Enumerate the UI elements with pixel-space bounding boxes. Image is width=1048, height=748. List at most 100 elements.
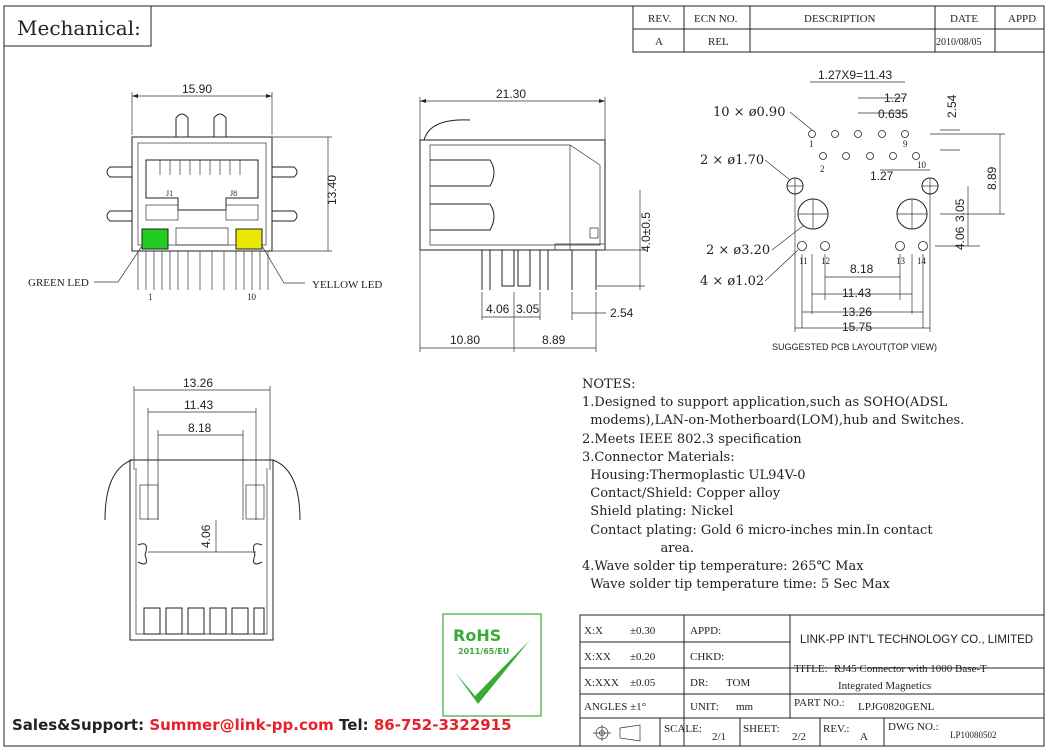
sheet-value: 2/2 [792, 731, 806, 743]
pcb-dim-1575: 15.75 [842, 320, 872, 334]
bottom-dim-406: 4.06 [199, 524, 213, 548]
chkd-label: CHKD: [690, 651, 724, 663]
rev-label: REV.: [823, 723, 849, 735]
pcb-pin-9: 9 [903, 139, 908, 149]
pcb-dim-889: 8.89 [985, 166, 999, 190]
side-height-dim: 4.0±0.5 [639, 212, 653, 252]
dr-value: TOM [726, 677, 750, 689]
note-line: Shield plating: Nickel [582, 504, 734, 520]
side-length-dim: 21.30 [496, 87, 526, 101]
notes-title: NOTES: [582, 377, 636, 392]
dr-label: DR: [690, 677, 708, 689]
title-block: X:X ±0.30 X:XX ±0.20 X:XXX ±0.05 ANGLES … [579, 614, 1045, 747]
bottom-view: 13.26 11.43 8.18 4.06 [104, 376, 301, 641]
appd-label: APPD: [690, 625, 721, 637]
sales-email-link[interactable]: Summer@link-pp.com [149, 716, 334, 734]
pin-10-label: 10 [247, 292, 257, 302]
note-line: Wave solder tip temperature time: 5 Sec … [582, 577, 890, 593]
bottom-dim-818: 8.18 [188, 421, 212, 435]
bottom-dim-1326: 13.26 [183, 376, 213, 390]
sales-support-footer: Sales&Support: Summer@link-pp.com Tel: 8… [12, 716, 512, 734]
pcb-holes-102: 4 × ø1.02 [700, 274, 764, 289]
drawing-border [3, 5, 1045, 747]
angles-label: ANGLES ±1° [584, 701, 646, 713]
description-header: DESCRIPTION [804, 13, 876, 25]
pcb-pin-11: 11 [799, 256, 808, 266]
pcb-pin-12: 12 [821, 256, 830, 266]
pcb-caption: SUGGESTED PCB LAYOUT(TOP VIEW) [772, 342, 937, 352]
tol-x-label: X:X [584, 625, 603, 637]
page-title: Mechanical: [17, 16, 141, 40]
note-line: Contact plating: Gold 6 micro-inches min… [582, 522, 933, 538]
pcb-pin-10: 10 [917, 160, 927, 170]
pcb-dim-1143: 11.43 [842, 286, 871, 300]
projection-symbol-icon [593, 724, 641, 742]
note-line: 4.Wave solder tip temperature: 265℃ Max [582, 559, 864, 575]
date-header: DATE [950, 13, 978, 25]
front-width-dim: 15.90 [182, 82, 212, 96]
note-line: area. [582, 540, 695, 556]
note-line: Housing:Thermoplastic UL94V-0 [582, 468, 806, 484]
dwg-value: LP10080502 [950, 730, 997, 740]
rev-header: REV. [648, 13, 672, 25]
scale-value: 2/1 [712, 731, 726, 743]
title-value-1: RJ45 Connector with 1000 Base-T [834, 663, 987, 675]
pin-j1-label: J1 [166, 189, 173, 198]
pcb-dim-254: 2.54 [945, 94, 959, 118]
notes-section: NOTES: 1.Designed to support application… [582, 376, 1022, 594]
dwg-label: DWG NO.: [888, 721, 939, 733]
pcb-dim-0635: 0.635 [878, 107, 908, 121]
note-line: modems),LAN-on-Motherboard(LOM),hub and … [582, 413, 965, 429]
pcb-pitch-dim: 1.27X9=11.43 [818, 68, 893, 82]
company-name: LINK-PP INT'L TECHNOLOGY CO., LIMITED [800, 634, 1033, 646]
tel-label: Tel: [339, 716, 369, 734]
rohs-logo: RoHS 2011/65/EU [442, 613, 542, 717]
tol-xx-value: ±0.20 [630, 651, 656, 663]
rohs-sub: 2011/65/EU [458, 647, 509, 656]
yellow-led [235, 228, 263, 250]
ecn-header: ECN NO. [694, 13, 738, 25]
sheet-label: SHEET: [743, 723, 780, 735]
side-view: 21.30 4.0±0.5 4.06 3.05 2.54 1 [419, 87, 653, 352]
tol-xx-label: X:XX [584, 651, 611, 663]
pcb-holes-170: 2 × ø1.70 [700, 153, 764, 168]
green-led-label: GREEN LED [28, 277, 89, 289]
rohs-label: RoHS [453, 626, 501, 645]
pcb-dim-406: 4.06 [953, 226, 967, 250]
appd-header: APPD [1008, 13, 1036, 25]
pcb-dim-127-mid: 1.27 [870, 169, 894, 183]
pcb-holes-090: 10 × ø0.90 [713, 105, 785, 120]
part-no-label: PART NO.: [794, 697, 845, 709]
title-value-2: Integrated Magnetics [838, 680, 931, 692]
ecn-value: REL [708, 36, 729, 48]
tol-xxx-value: ±0.05 [630, 677, 656, 689]
pcb-dim-818: 8.18 [850, 262, 874, 276]
front-height-dim: 13.40 [325, 175, 339, 205]
bottom-dim-1143: 11.43 [184, 398, 213, 412]
note-line: 1.Designed to support application,such a… [582, 395, 948, 411]
pcb-layout: 1.27X9=11.43 1.27 0.635 2.54 1 2 9 10 10… [700, 68, 1005, 352]
green-led [141, 228, 169, 250]
unit-label: UNIT: [690, 701, 719, 713]
pcb-dim-127-top: 1.27 [884, 91, 908, 105]
tol-x-value: ±0.30 [630, 625, 656, 637]
pcb-pin-14: 14 [917, 256, 927, 266]
pin-1-label: 1 [148, 292, 153, 302]
pcb-pin-2: 2 [820, 164, 825, 174]
side-dim-254: 2.54 [610, 306, 634, 320]
note-line: 2.Meets IEEE 802.3 specification [582, 431, 802, 447]
note-line: 3.Connector Materials: [582, 449, 735, 465]
tel-number: 86-752-3322915 [373, 716, 512, 734]
yellow-led-label: YELLOW LED [312, 279, 382, 291]
title-label: TITLE: [794, 663, 828, 675]
pcb-pin-13: 13 [896, 256, 906, 266]
side-dim-305: 3.05 [516, 302, 540, 316]
tol-xxx-label: X:XXX [584, 677, 619, 689]
part-no-value: LPJG0820GENL [858, 701, 935, 713]
side-dim-889: 8.89 [542, 333, 566, 347]
note-line: Contact/Shield: Copper alloy [582, 486, 781, 502]
pcb-dim-305: 3.05 [953, 198, 967, 222]
pin-j8-label: J8 [230, 189, 237, 198]
date-value: 2010/08/05 [936, 37, 982, 48]
